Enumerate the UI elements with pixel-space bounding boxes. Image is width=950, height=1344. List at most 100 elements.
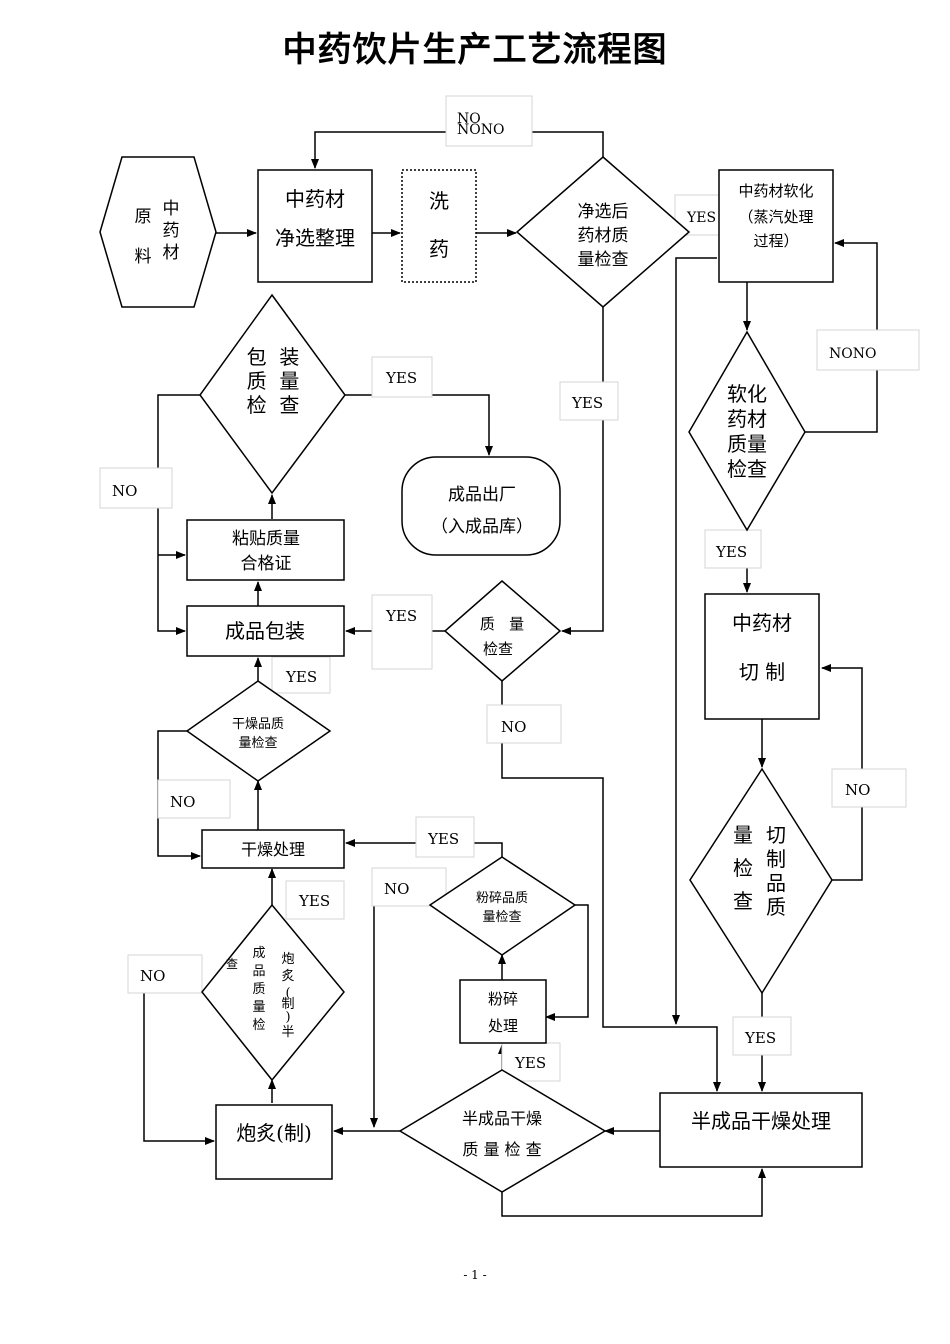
label-no-pack-check: NO: [112, 482, 137, 500]
check-dry-text-1: 干燥品质: [232, 717, 284, 732]
node-check-soften-shape: [688, 330, 806, 532]
label-no-roast-check: NO: [140, 967, 165, 985]
check-roast-c2-1: 成: [252, 946, 265, 961]
label-yes-crush-check: YES: [427, 830, 459, 848]
node-semi-dry-shape: [659, 1092, 863, 1168]
edge-soften-bypass: [672, 257, 717, 1025]
check-semi-text-1: 半成品干燥: [462, 1109, 542, 1128]
semi-dry-text: 半成品干燥处理: [691, 1109, 831, 1133]
check-pack-text-3: 检 查: [247, 393, 300, 417]
check-roast-c3-3: (: [285, 986, 290, 1001]
cut-text-1: 中药材: [732, 611, 792, 635]
finished-text-2: （入成品库）: [431, 517, 533, 537]
node-check-roast-shape: [201, 903, 345, 1082]
node-raw-material-shape: [99, 156, 217, 308]
check-crush-text-2: 量检查: [482, 910, 521, 925]
check-pack-text-1: 包 装: [247, 345, 300, 369]
node-check-semi-shape: [398, 1069, 607, 1193]
wash-text-1: 洗: [429, 189, 449, 213]
soften-text-3: 过程）: [753, 232, 798, 250]
check-soften-text-1: 软化: [727, 382, 767, 406]
check-quality-text-1: 质 量: [480, 615, 524, 633]
check-cut-right-2: 制: [766, 847, 786, 871]
node-wash-shape: [401, 169, 477, 283]
node-check-quality-shape: [443, 580, 562, 682]
check-crush-text-1: 粉碎品质: [476, 891, 528, 906]
node-check-crush-shape: [428, 856, 577, 956]
node-texts: 原 料 中 药 材 中药材 净选整理 洗 药 净选后 药材质 量检查 中药材软化…: [135, 182, 832, 1159]
label-no-top-2: NONO: [457, 122, 504, 138]
page-title: 中药饮片生产工艺流程图: [282, 30, 668, 70]
edge-crush-yes-to-dry: [345, 839, 503, 857]
edge-crush-check-no: [370, 904, 430, 1128]
check-soften-text-2: 药材: [727, 407, 767, 431]
crush-text-1: 粉碎: [488, 990, 518, 1008]
node-check-pack-shape: [199, 293, 346, 495]
label-yes-roast-check: YES: [298, 892, 330, 910]
check-soften-text-3: 质量: [727, 432, 767, 456]
check-soften-text-4: 检查: [727, 457, 767, 481]
node-soften-shape: [718, 169, 834, 283]
check-sort-text-3: 量检查: [578, 250, 629, 270]
check-pack-text-2: 质 量: [247, 369, 300, 393]
raw-text-5: 材: [163, 243, 180, 263]
label-yes-cut-check: YES: [744, 1029, 776, 1047]
check-roast-c2-3: 质: [252, 982, 265, 997]
label-no-dry-check: NO: [170, 793, 195, 811]
check-cut-right-3: 品: [766, 871, 786, 895]
check-cut-left-1: 量: [733, 823, 753, 847]
finished-text-1: 成品出厂: [448, 485, 516, 505]
raw-text-2: 料: [135, 247, 152, 267]
soften-text-1: 中药材软化: [738, 182, 813, 200]
dry-text: 干燥处理: [241, 840, 305, 859]
raw-text-3: 中: [163, 199, 180, 219]
label-yes-dry-check: YES: [285, 668, 317, 686]
check-roast-c1: 查: [226, 957, 238, 971]
edge-pack-check-no: [157, 394, 200, 635]
edge-quality-no-to-semi: [501, 681, 721, 1092]
check-dry-text-2: 量检查: [238, 736, 277, 751]
label-yes-sort-check: YES: [571, 394, 603, 412]
check-roast-c2-4: 量: [252, 1000, 265, 1015]
pack-text: 成品包装: [225, 619, 305, 643]
label-no-quality: NO: [501, 718, 526, 736]
edge-crush-check-loop: [545, 904, 589, 1021]
check-roast-c2-5: 检: [252, 1018, 265, 1033]
label-text-2: 合格证: [241, 554, 292, 574]
node-roast-shape: [215, 1104, 333, 1180]
wash-text-2: 药: [429, 237, 449, 261]
node-label-shape: [186, 519, 345, 581]
node-check-cut-shape: [689, 767, 833, 995]
check-cut-right-4: 质: [766, 895, 786, 919]
edge-roast-check-no: [143, 991, 215, 1145]
check-sort-text-1: 净选后: [578, 202, 629, 222]
nodes: [99, 156, 863, 1193]
node-cut-shape: [704, 593, 820, 720]
label-yes-pack-check: YES: [385, 369, 417, 387]
check-roast-c3-1: 炮: [281, 952, 294, 967]
check-roast-c3-6: 半: [281, 1025, 294, 1040]
check-roast-c3-5: ): [285, 1010, 290, 1025]
node-finished-shape: [401, 456, 561, 556]
crush-text-2: 处理: [488, 1017, 518, 1035]
soften-text-2: （蒸汽处理: [738, 208, 813, 226]
node-check-dry-shape: [185, 680, 332, 782]
label-no-cut-check: NO: [845, 781, 870, 799]
label-yes-quality: YES: [385, 607, 417, 625]
check-roast-c3-4: 制: [281, 997, 294, 1012]
label-yes-soften-check: YES: [715, 543, 747, 561]
node-sort-shape: [257, 169, 373, 283]
sort-text-2: 净选整理: [275, 226, 355, 250]
edge-check-yes-to-quality: [561, 307, 604, 635]
raw-text-4: 药: [163, 221, 180, 241]
roast-text: 炮炙(制): [236, 1121, 312, 1145]
label-no-soften: NONO: [829, 346, 876, 362]
edge-pack-check-yes: [345, 394, 493, 456]
label-yes-soften: YES: [686, 210, 716, 226]
check-sort-text-2: 药材质: [578, 226, 629, 246]
check-cut-right-1: 切: [766, 823, 786, 847]
label-yes-semi-check: YES: [514, 1054, 546, 1072]
node-dry-shape: [201, 829, 345, 869]
check-cut-left-2: 检: [733, 856, 753, 880]
